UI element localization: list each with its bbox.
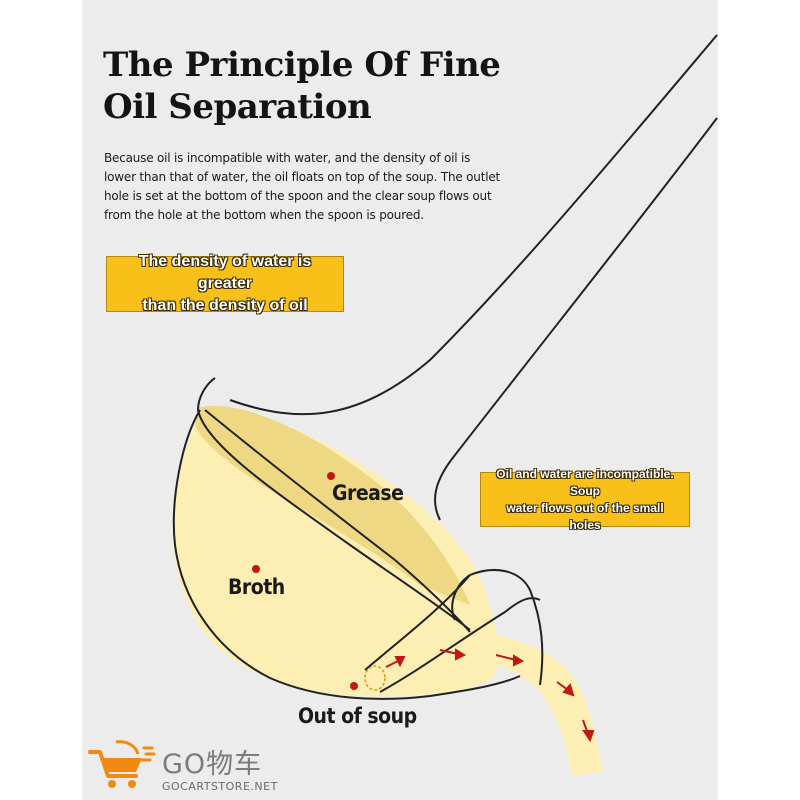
bowl-rim <box>196 377 471 631</box>
out-of-soup-label: Out of soup <box>298 704 417 728</box>
brand-site: GOCARTSTORE.NET <box>162 780 278 793</box>
grease-dot <box>327 472 335 480</box>
incompatible-callout: Oil and water are incompatible. Soup wat… <box>480 467 690 532</box>
grease-layer <box>195 405 470 605</box>
density-callout-line-1: The density of water is greater <box>138 253 312 292</box>
separator-line <box>204 409 471 633</box>
bowl-outline <box>172 409 521 700</box>
page-title: The Principle Of Fine Oil Separation <box>103 44 501 128</box>
title-line-2: Oil Separation <box>103 87 372 127</box>
out-dot <box>350 682 358 690</box>
broth-dot <box>252 565 260 573</box>
incompatible-callout-line-2: water flows out of the small holes <box>506 500 664 532</box>
brand-logo: GO物车 GOCARTSTORE.NET <box>86 738 326 796</box>
title-line-1: The Principle Of Fine <box>103 45 501 85</box>
broth-label: Broth <box>228 575 285 599</box>
brand-name: GO物车 <box>162 749 263 780</box>
handle-outline <box>229 34 718 521</box>
shopping-cart-icon <box>88 740 156 788</box>
description-text: Because oil is incompatible with water, … <box>104 151 501 222</box>
density-callout: The density of water is greater than the… <box>106 253 344 314</box>
incompatible-callout-line-1: Oil and water are incompatible. Soup <box>496 466 674 498</box>
flow-arrows <box>385 648 595 743</box>
density-callout-line-2: than the density of oil <box>142 297 308 314</box>
soup-stream <box>470 628 603 776</box>
grease-label: Grease <box>332 481 404 505</box>
outlet-hole <box>364 665 386 691</box>
spout-outline <box>364 569 544 693</box>
